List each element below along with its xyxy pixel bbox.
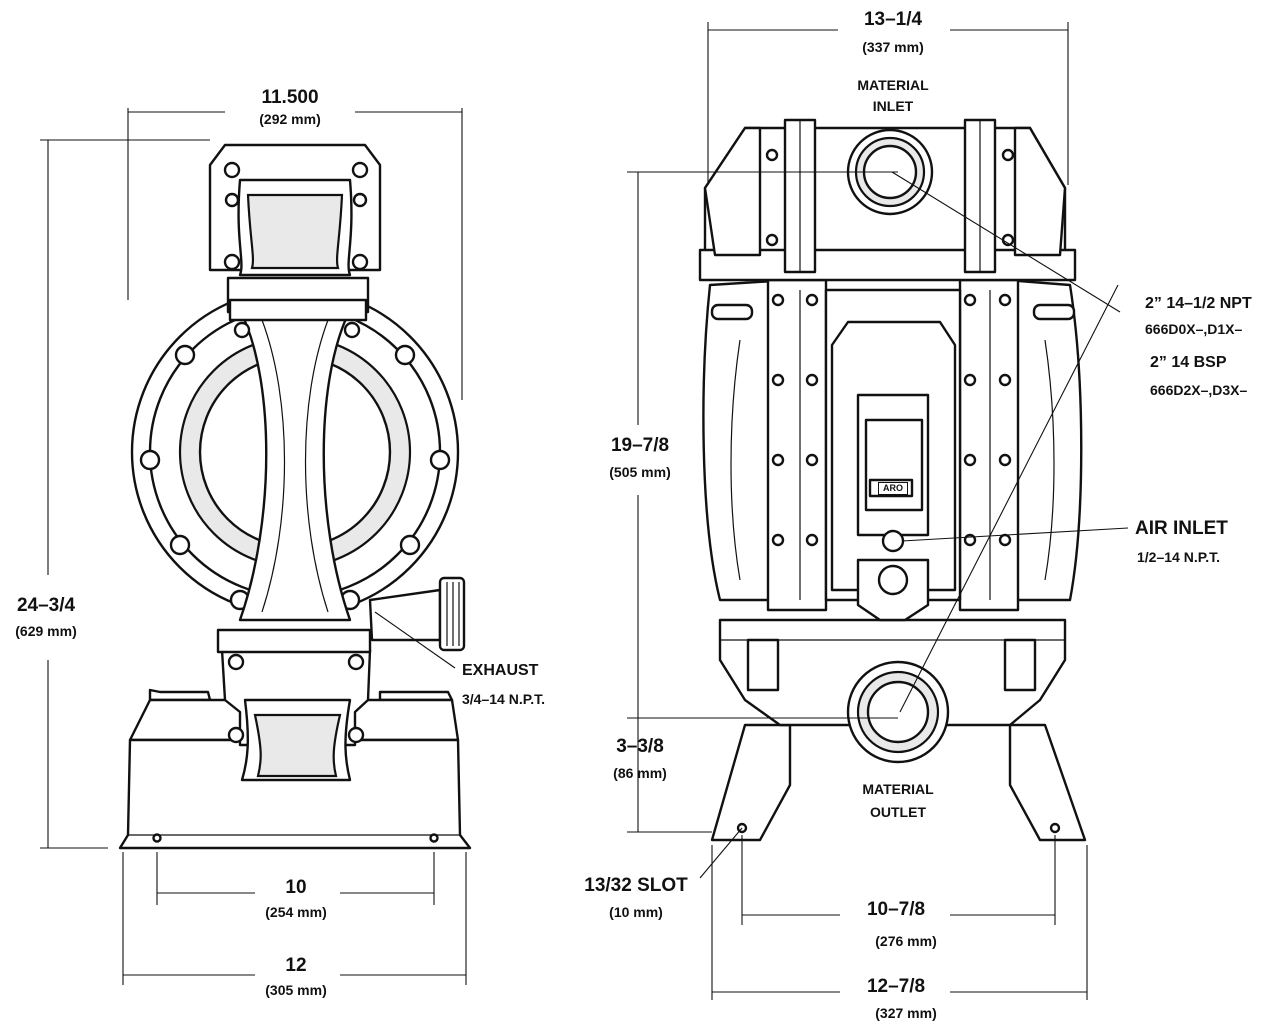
side-base-width-metric: (305 mm) [265,982,327,998]
front-top-width-metric: (337 mm) [862,39,924,55]
material-outlet-line1: MATERIAL [862,781,934,797]
front-top-width-value: 13–1/4 [863,9,923,30]
side-top-width-metric: (292 mm) [259,111,321,127]
foot-hole-spacing-value: 10–7/8 [866,899,926,920]
clamp-bolts [771,293,1012,547]
side-height-value: 24–3/4 [16,595,76,616]
aro-logo: ARO [878,482,908,495]
outlet-height-metric: (86 mm) [613,765,667,781]
exhaust-spec: 3/4–14 N.P.T. [462,691,546,707]
material-inlet-line2: INLET [872,98,914,114]
port-npt-models: 666D0X–,D1X– [1145,321,1243,337]
port-bsp-spec: 2” 14 BSP [1150,354,1227,371]
air-inlet-label: AIR INLET [1135,518,1228,539]
side-hole-spacing-metric: (254 mm) [265,904,327,920]
port-npt-spec: 2” 14–1/2 NPT [1145,295,1252,312]
material-outlet-line2: OUTLET [870,804,926,820]
side-view-pump [118,143,472,850]
side-height-metric: (629 mm) [15,623,77,639]
exhaust-label: EXHAUST [462,662,539,679]
air-inlet-spec: 1/2–14 N.P.T. [1137,549,1221,565]
front-view-dimension-lines [627,22,1129,1000]
outlet-height-value: 3–3/8 [616,736,664,757]
inlet-outlet-distance-value: 19–7/8 [610,435,670,456]
foot-width-value: 12–7/8 [866,976,926,997]
slot-value: 13/32 SLOT [584,875,688,896]
foot-width-metric: (327 mm) [875,1005,937,1021]
front-view-pump [698,118,1087,842]
inlet-outlet-distance-metric: (505 mm) [609,464,671,480]
housing-bolts [139,344,451,611]
material-inlet-line1: MATERIAL [857,77,929,93]
side-top-width-value: 11.500 [261,87,319,108]
foot-hole-spacing-metric: (276 mm) [875,933,937,949]
side-view-dimension-lines [40,108,467,985]
slot-metric: (10 mm) [609,904,663,920]
port-bsp-models: 666D2X–,D3X– [1150,382,1248,398]
side-hole-spacing-value: 10 [285,877,307,898]
side-base-width-value: 12 [285,955,307,976]
